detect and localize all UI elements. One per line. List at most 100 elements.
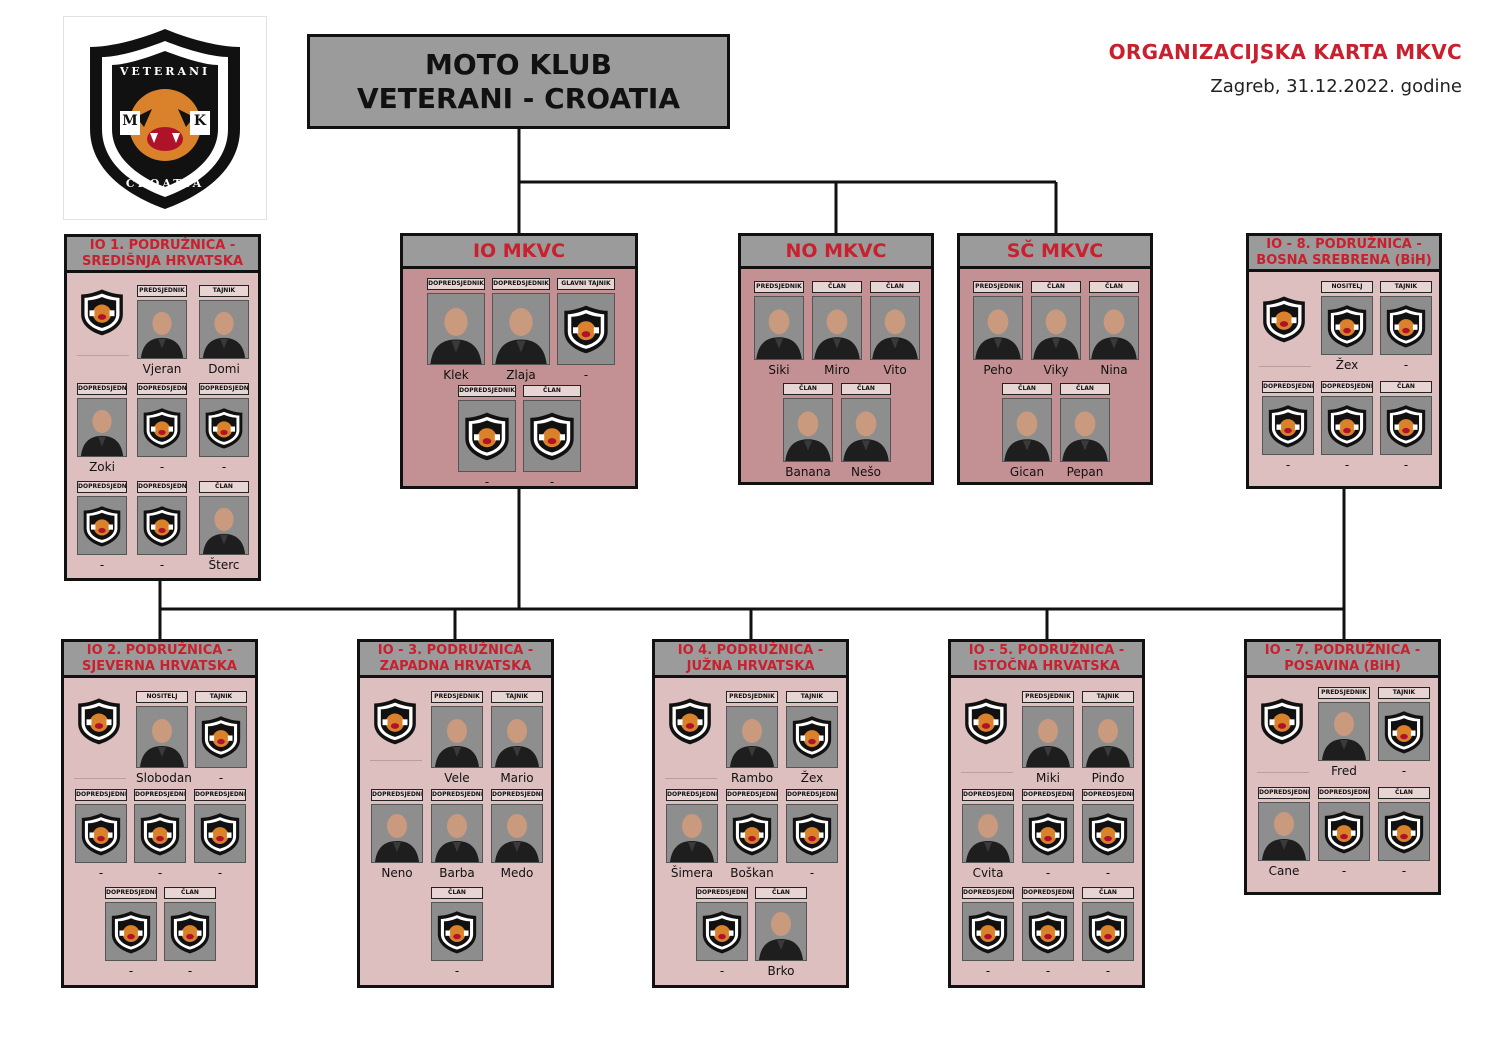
member-role: PREDSJEDNIK [754,281,804,293]
member-card: DOPREDSJEDNIK - [1022,887,1074,978]
unit-emblem-icon [74,696,124,750]
unit-header: IO - 7. PODRUŽNICA -POSAVINA (BiH) [1247,642,1438,678]
member-name: - [221,460,227,474]
member-card: ČLAN Gican [1002,383,1052,479]
unit-title-title2: ZAPADNA HRVATSKA [379,658,532,674]
member-role: DOPREDSJEDNIK [134,789,186,801]
member-name: Vito [883,363,907,377]
member-emblem-icon [77,496,127,555]
member-emblem-icon [1022,804,1074,863]
member-emblem-icon [137,496,187,555]
member-name: Rambo [730,771,774,785]
member-card: PREDSJEDNIK Vjeran [137,285,187,376]
member-role: DOPREDSJEDNIK [431,789,483,801]
member-card: DOPREDSJEDNIK Barba [431,789,483,880]
member-name: Zlaja [506,368,536,382]
member-emblem-icon [1321,396,1373,455]
member-photo [199,300,249,359]
unit-title-title1: IO 2. PODRUŽNICA - [86,642,233,658]
member-name: - [218,771,224,785]
member-card: DOPREDSJEDNIK - [1262,381,1314,472]
unit-io7: IO - 7. PODRUŽNICA -POSAVINA (BiH) PREDS… [1244,639,1441,895]
member-card: TAJNIK - [1380,281,1432,372]
member-emblem-icon [726,804,778,863]
member-name: - [1403,358,1409,372]
member-photo [371,804,423,863]
member-role: PREDSJEDNIK [973,281,1023,293]
member-emblem-icon [962,902,1014,961]
member-role: PREDSJEDNIK [137,285,187,297]
member-card: DOPREDSJEDNIK - [199,383,249,474]
logo-text-top: VETERANI [119,65,211,78]
member-name: Banana [785,465,831,479]
member-name: - [1344,458,1350,472]
member-card: PREDSJEDNIK Siki [754,281,804,377]
member-name: - [719,964,725,978]
member-emblem-icon [1262,396,1314,455]
member-role: ČLAN [783,383,833,395]
member-role: DOPREDSJEDNIK [962,887,1014,899]
member-card: ČLAN - [164,887,216,978]
member-card: DOPREDSJEDNIK Boškan [726,789,778,880]
member-role: DOPREDSJEDNIK [726,789,778,801]
unit-emblem-icon [370,696,420,750]
member-photo [431,804,483,863]
member-card: TAJNIK Žex [786,691,838,785]
member-card: ČLAN Banana [783,383,833,479]
member-card: ČLAN Brko [755,887,807,978]
member-name: - [1403,458,1409,472]
member-role: TAJNIK [491,691,543,703]
member-role: ČLAN [1002,383,1052,395]
member-photo [783,398,833,462]
member-card: DOPREDSJEDNIK - [786,789,838,880]
member-name: Miro [824,363,850,377]
member-role: DOPREDSJEDNIK [491,789,543,801]
member-role: ČLAN [841,383,891,395]
member-name: Boškan [730,866,774,880]
member-role: DOPREDSJEDNIK [1022,789,1074,801]
member-card: ČLAN Šterc [199,481,249,572]
member-name: - [1045,866,1051,880]
member-photo [199,496,249,555]
member-emblem-icon [75,804,127,863]
unit-divider [77,355,129,356]
member-role: DOPREDSJEDNIK [77,481,127,493]
member-card: DOPREDSJEDNIK - [137,383,187,474]
member-card: DOPREDSJEDNIK Zlaja [492,278,550,382]
member-photo [726,706,778,768]
member-name: Zoki [89,460,115,474]
member-card: TAJNIK Mario [491,691,543,785]
club-title-line2: VETERANI - CROATIA [356,81,681,115]
member-role: NOSITELJ [136,691,188,703]
unit-header: IO - 8. PODRUŽNICA -BOSNA SREBRENA (BiH) [1249,236,1439,272]
document-date: Zagreb, 31.12.2022. godine [1210,76,1462,97]
member-photo [973,296,1023,360]
member-name: Vjeran [142,362,182,376]
member-emblem-icon [1378,802,1430,861]
member-card: DOPREDSJEDNIK - [77,481,127,572]
member-name: Cane [1268,864,1300,878]
member-card: PREDSJEDNIK Fred [1318,687,1370,778]
member-card: DOPREDSJEDNIK - [137,481,187,572]
member-card: DOPREDSJEDNIK - [962,887,1014,978]
member-emblem-icon [458,400,516,472]
member-role: ČLAN [1380,381,1432,393]
member-name: - [1285,458,1291,472]
member-role: DOPREDSJEDNIK [371,789,423,801]
member-photo [136,706,188,768]
member-card: ČLAN - [1378,787,1430,878]
member-role: ČLAN [431,887,483,899]
unit-divider [1259,366,1311,367]
member-role: PREDSJEDNIK [1022,691,1074,703]
unit-title-title1: IO 4. PODRUŽNICA - [677,642,824,658]
member-role: TAJNIK [1378,687,1430,699]
member-role: ČLAN [523,385,581,397]
member-name: - [484,475,490,489]
unit-io3: IO - 3. PODRUŽNICA -ZAPADNA HRVATSKA PRE… [357,639,554,988]
member-role: DOPREDSJEDNIK [1318,787,1370,799]
member-name: - [1401,864,1407,878]
member-emblem-icon [164,902,216,961]
member-name: Fred [1331,764,1357,778]
